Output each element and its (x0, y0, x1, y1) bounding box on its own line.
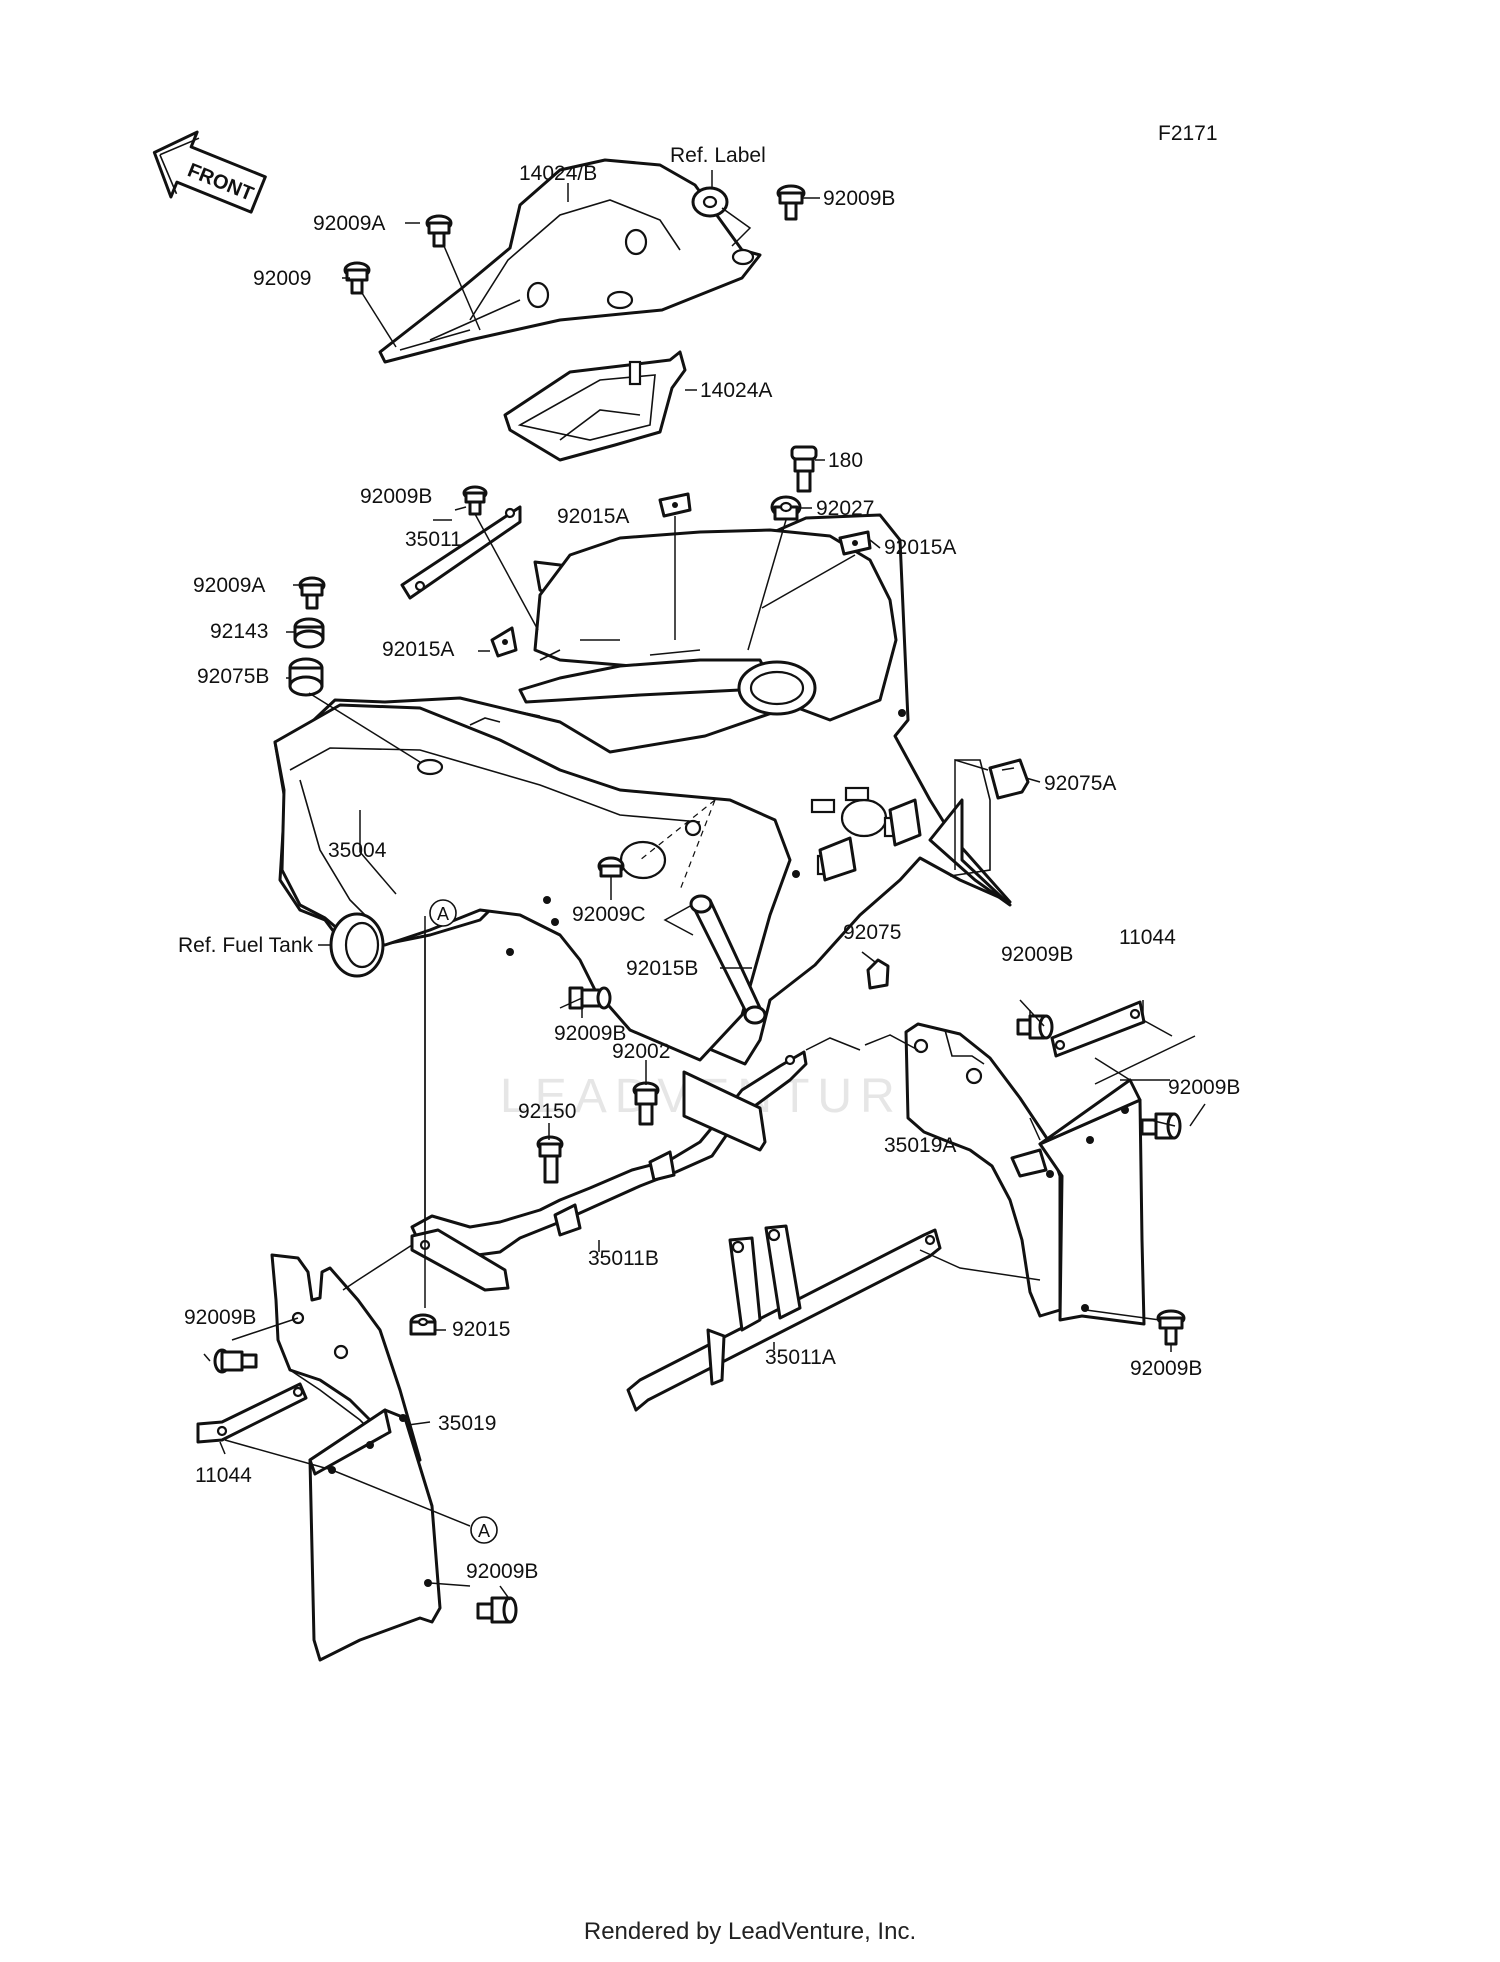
bolt-92009b-mid (462, 485, 488, 516)
bolt-180 (790, 445, 818, 493)
label-92009b-left: 92009B (184, 1306, 256, 1329)
bolt-92150 (536, 1135, 564, 1184)
ref-label-washer (691, 186, 729, 218)
label-92015a-mid: 92015A (557, 505, 629, 528)
footer-credit: Rendered by LeadVenture, Inc. (583, 1918, 917, 1945)
label-92015a-left: 92015A (382, 638, 454, 661)
ref-fuel-tank-grommet (329, 912, 385, 978)
bolt-92009b-bottom (476, 1596, 518, 1624)
bolt-92009b-top (776, 184, 806, 221)
fender-35004 (273, 513, 1012, 1066)
label-92075b: 92075B (197, 665, 269, 688)
bolt-92009b-br (1156, 1309, 1186, 1346)
label-92075a: 92075A (1044, 772, 1116, 795)
label-180: 180 (828, 449, 863, 472)
mudflap-35019-lower (308, 1408, 442, 1662)
bolt-92009a-left (298, 576, 326, 610)
callout-a-lower: A (470, 1516, 498, 1544)
label-92075: 92075 (843, 921, 901, 944)
link-92015b (689, 894, 767, 1025)
label-11044-left: 11044 (195, 1464, 252, 1487)
grommet-92075b (288, 657, 324, 697)
bracket-35011b (410, 1050, 808, 1292)
grommet-92075a (988, 758, 1030, 800)
label-92009b-mid: 92009B (360, 485, 432, 508)
label-92015b: 92015B (626, 957, 698, 980)
grommet-92075 (866, 958, 890, 990)
label-35019: 35019 (438, 1412, 496, 1435)
diagram-code: F2171 (1158, 122, 1218, 145)
clip-92015a-right (838, 530, 872, 556)
label-ref-label: Ref. Label (670, 144, 766, 167)
label-ref-fuel-tank: Ref. Fuel Tank (178, 934, 314, 957)
leader-lines (203, 170, 1206, 1601)
nut-92015 (409, 1313, 437, 1336)
callout-a-upper-text: A (437, 904, 449, 924)
label-92009b-fender: 92009B (554, 1022, 626, 1045)
label-14024a: 14024A (700, 379, 772, 402)
strap-11044-right (1050, 1000, 1146, 1058)
label-92015a-right: 92015A (884, 536, 956, 559)
bolt-92009b-left (213, 1348, 258, 1374)
grommet-92027 (770, 495, 802, 521)
label-92027: 92027 (816, 497, 874, 520)
bracket-35011 (400, 505, 522, 600)
strap-11044-left (196, 1382, 308, 1444)
label-35011b: 35011B (588, 1247, 659, 1270)
bolt-92009b-fender (568, 986, 612, 1010)
label-92009a-left: 92009A (193, 574, 265, 597)
label-35019a: 35019A (884, 1134, 956, 1157)
front-arrow-icon: FRONT (152, 130, 267, 214)
label-92150: 92150 (518, 1100, 576, 1123)
label-92009a-top: 92009A (313, 212, 385, 235)
label-92009b-right: 92009B (1001, 943, 1073, 966)
part-labels: 14024/B Ref. Label 92009B 92009A 92009 1… (178, 144, 1240, 1583)
callout-a-upper: A (429, 899, 457, 927)
bolt-92009a-top (425, 214, 453, 248)
label-92009b-br: 92009B (1130, 1357, 1202, 1380)
label-11044-right: 11044 (1119, 926, 1176, 949)
label-92009b-r2: 92009B (1168, 1076, 1240, 1099)
label-35011: 35011 (405, 528, 462, 551)
label-92009c: 92009C (572, 903, 646, 926)
bolt-92009 (343, 261, 371, 295)
label-92009: 92009 (253, 267, 311, 290)
label-92009b-bottom: 92009B (466, 1560, 538, 1583)
label-92009b-top: 92009B (823, 187, 895, 210)
collar-92143 (293, 617, 325, 649)
bolt-92009b-right (1016, 1014, 1054, 1040)
bracket-35011a (626, 1224, 942, 1412)
label-92015: 92015 (452, 1318, 510, 1341)
label-35011a: 35011A (765, 1346, 836, 1369)
plate-14024a (503, 350, 687, 462)
label-14024b: 14024/B (519, 162, 597, 185)
cover-14024b (378, 158, 762, 364)
label-35004: 35004 (328, 839, 387, 862)
clip-92015a-left (490, 626, 518, 658)
mudflap-35019a-lower (1010, 1078, 1146, 1326)
label-92002: 92002 (612, 1040, 670, 1063)
clip-92015a-mid (658, 492, 692, 518)
bolt-92009c (597, 856, 625, 878)
mudflap-35019a (904, 1022, 1062, 1318)
label-92143: 92143 (210, 620, 268, 643)
callout-a-lower-text: A (478, 1521, 490, 1541)
